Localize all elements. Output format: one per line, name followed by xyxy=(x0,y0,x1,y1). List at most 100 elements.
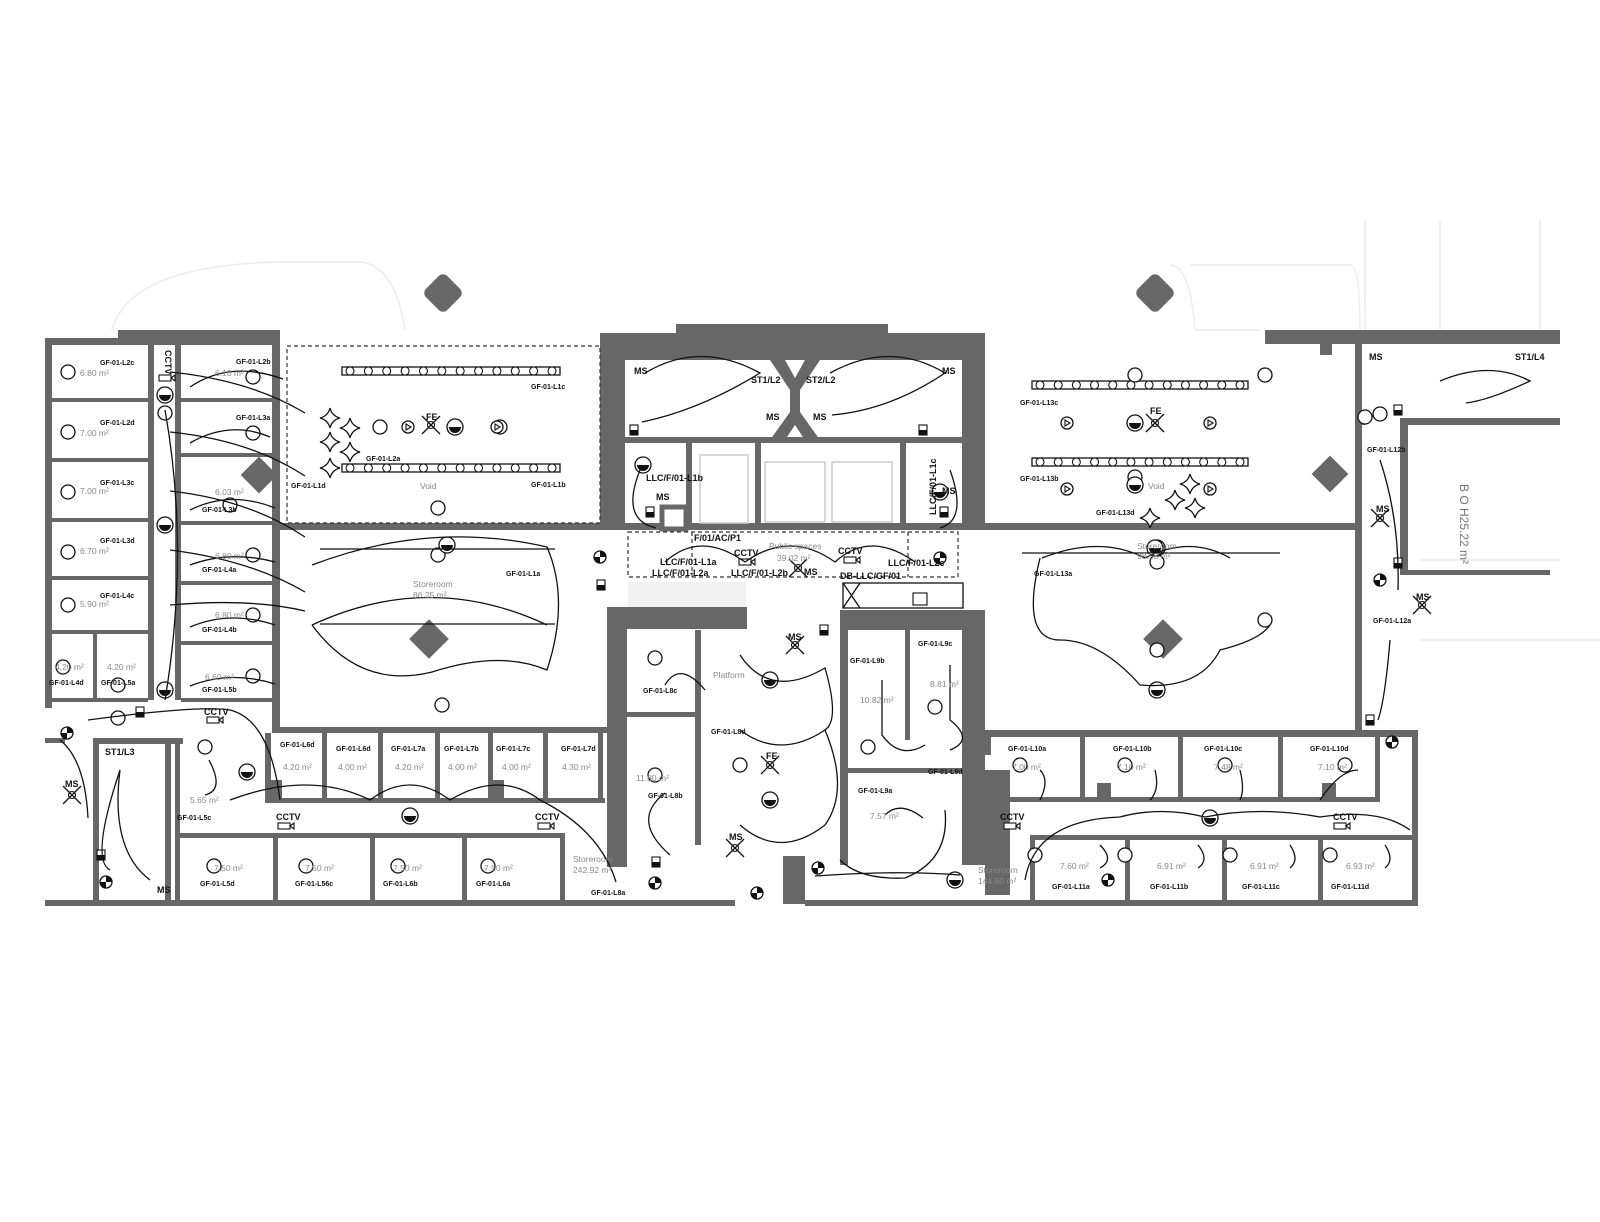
downlight-icon xyxy=(1144,457,1154,467)
exit-sign-icon xyxy=(1386,736,1398,748)
room-area: 7.50 m² xyxy=(484,863,513,873)
motion-sensor-label: MS xyxy=(656,492,670,502)
circuit-label: GF-01-L3d xyxy=(100,538,135,545)
room-name: Storeroom xyxy=(573,854,613,864)
downlight-icon xyxy=(1199,380,1209,390)
linear-light-strip xyxy=(1031,457,1249,467)
light-fixture-icon xyxy=(1012,757,1028,773)
downlight-icon xyxy=(1217,380,1227,390)
circuit-label: GF-01-L3a xyxy=(236,415,270,422)
downlight-icon xyxy=(1053,380,1063,390)
downlight-icon xyxy=(1144,380,1154,390)
motion-sensor-label: MS xyxy=(157,885,171,895)
circuit-label: F/01/AC/P1 xyxy=(694,533,741,543)
motion-sensor-icon xyxy=(760,755,780,775)
downlight-icon xyxy=(1071,380,1081,390)
room-area: 6.10 m² xyxy=(215,368,244,378)
room-area: 7.00 m² xyxy=(1012,762,1041,772)
columns xyxy=(240,274,1349,659)
circuit-label: DB-LLC/GF/01 xyxy=(840,571,901,581)
fire-extinguisher-label: FE xyxy=(426,412,438,422)
cctv-camera-icon xyxy=(277,822,291,830)
circuit-label: GF-01-L9a xyxy=(858,788,892,795)
circuit-label: GF-01-L9d xyxy=(928,769,963,776)
circuit-label: LLC/F/01-L2c xyxy=(888,558,945,568)
emergency-light-icon xyxy=(949,880,961,886)
fixtures xyxy=(55,364,1432,900)
emergency-light-icon xyxy=(1151,690,1163,696)
circuit-label: GF-01-L5a xyxy=(101,680,135,687)
lift-shafts xyxy=(628,454,964,609)
motion-sensor-icon xyxy=(421,415,441,435)
circuit-label: LLC/F/01-L2a xyxy=(652,568,710,578)
motion-sensor-label: MS xyxy=(65,779,79,789)
downlight-icon xyxy=(363,463,373,473)
room-area: 39.02 m² xyxy=(777,553,811,563)
circuit-label: GF-01-L10c xyxy=(1204,746,1242,753)
room-name: Void xyxy=(420,481,437,491)
cctv-camera-icon xyxy=(549,821,555,831)
emergency-light-icon xyxy=(1204,818,1216,824)
speaker-icon xyxy=(494,423,502,431)
cctv-camera-icon xyxy=(170,373,176,383)
circuit-label: GF-01-L2b xyxy=(236,359,271,366)
room-area: 6.91 m² xyxy=(1157,861,1186,871)
room-area: 7.57 m² xyxy=(870,811,899,821)
downlight-icon xyxy=(418,463,429,473)
room-area: 98.53 m² xyxy=(1137,551,1171,561)
circuit-label: GF-01-L6b xyxy=(383,881,418,888)
downlight-icon xyxy=(418,366,429,376)
downlight-icon xyxy=(1180,457,1191,467)
light-strips xyxy=(341,366,1249,473)
room-area: 11.80 m² xyxy=(636,773,669,783)
room-area: 6.70 m² xyxy=(80,546,109,556)
cctv-camera-icon xyxy=(843,556,857,564)
motion-sensor-icon xyxy=(62,785,82,805)
cctv-camera-label: CCTV xyxy=(1333,812,1358,822)
room-area: 7.00 m² xyxy=(80,428,109,438)
cctv-camera-icon xyxy=(1003,822,1017,830)
light-fixture-icon xyxy=(1149,642,1165,658)
switch-box-icon xyxy=(97,855,105,860)
light-fixture-icon xyxy=(1222,847,1238,863)
cctv-camera-icon xyxy=(206,716,220,724)
emergency-light-icon xyxy=(159,395,171,401)
downlight-icon xyxy=(363,366,373,376)
emergency-light-icon xyxy=(764,680,776,686)
room-area: 7.10 m² xyxy=(1117,762,1146,772)
exit-sign-icon xyxy=(934,552,946,564)
exit-sign-icon xyxy=(100,876,112,888)
feature-light-icon xyxy=(1164,489,1186,511)
circuit-label: LLC/F/01-L1c xyxy=(928,458,938,515)
downlight-icon xyxy=(400,463,410,473)
switch-box-icon xyxy=(630,430,638,435)
room-name: Storeroom xyxy=(413,579,453,589)
stair-label: ST1/L3 xyxy=(105,747,135,757)
cctv-camera-icon xyxy=(750,557,756,567)
exit-sign-icon xyxy=(61,727,73,739)
room-area: 6.03 m² xyxy=(215,487,244,497)
light-fixture-icon xyxy=(60,544,76,560)
motion-sensor-label: MS xyxy=(766,412,780,422)
light-fixture-icon xyxy=(434,697,450,713)
downlight-icon xyxy=(345,366,355,376)
switch-box-icon xyxy=(820,630,828,635)
room-area: 4.00 m² xyxy=(448,762,477,772)
circuit-label: GF-01-L10a xyxy=(1008,746,1046,753)
downlight-icon xyxy=(1089,380,1100,390)
circuit-label: GF-01-L11b xyxy=(1150,884,1188,891)
light-fixture-icon xyxy=(60,484,76,500)
room-area: 7.00 m² xyxy=(80,486,109,496)
light-fixture-icon xyxy=(110,677,126,693)
room-area: 242.92 m² xyxy=(573,865,611,875)
downlight-icon xyxy=(547,366,557,376)
room-area: 4.00 m² xyxy=(338,762,367,772)
circuit-label: GF-01-L7b xyxy=(444,746,479,753)
exit-sign-icon xyxy=(594,551,606,563)
cctv-camera-icon xyxy=(537,822,551,830)
cctv-camera-label: CCTV xyxy=(838,546,863,556)
light-fixture-icon xyxy=(245,369,261,385)
light-fixture-icon xyxy=(60,597,76,613)
downlight-icon xyxy=(1162,457,1172,467)
